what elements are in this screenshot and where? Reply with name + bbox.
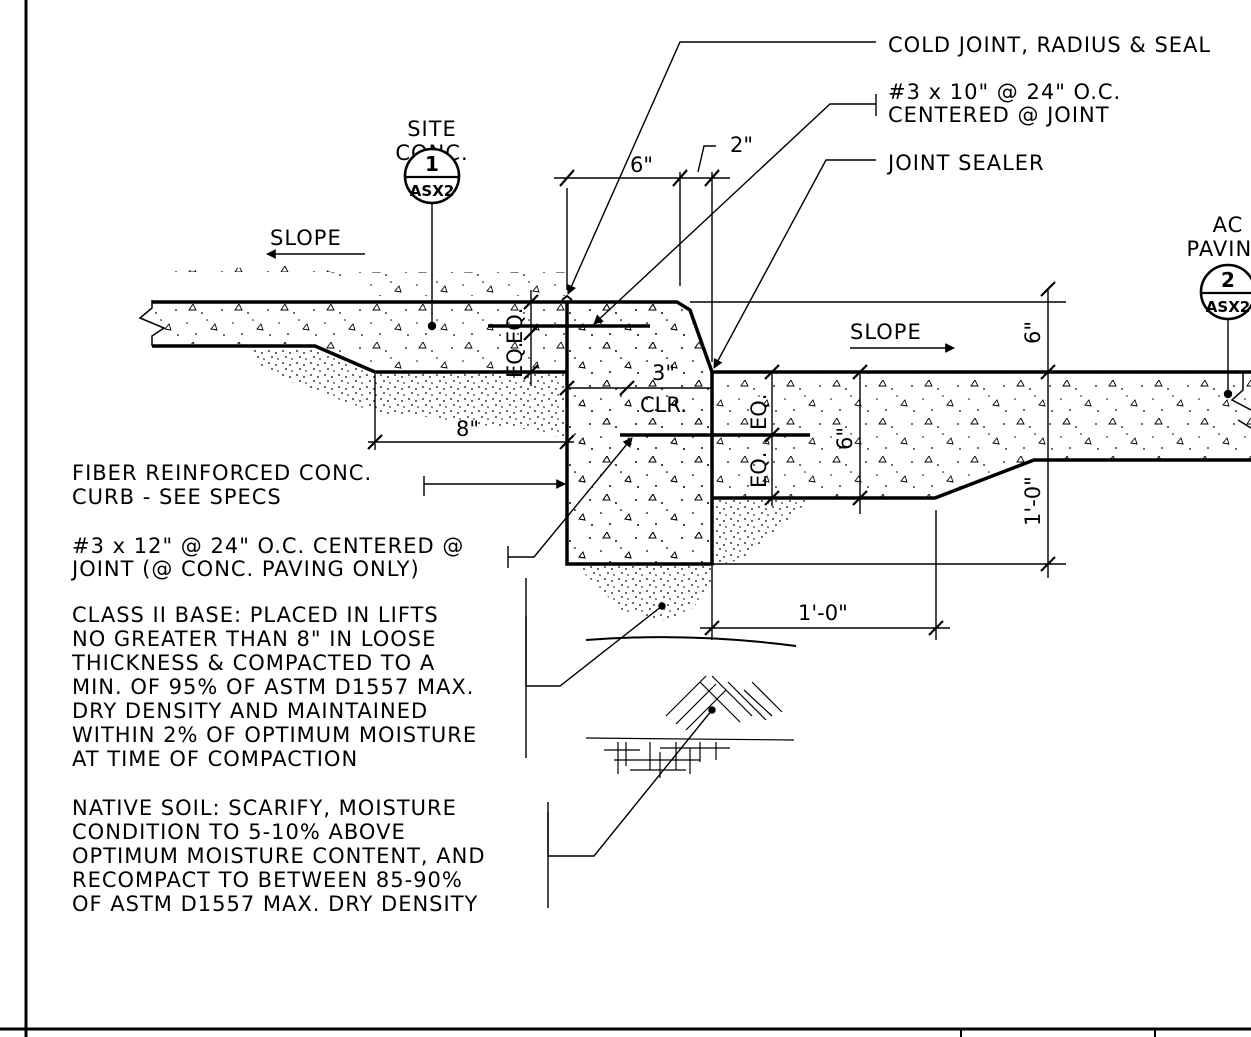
dim-3in: 3" bbox=[652, 361, 675, 385]
note-joint-sealer: JOINT SEALER bbox=[886, 151, 1045, 175]
subgrade-line bbox=[585, 636, 797, 647]
dim-eq-4: EQ. bbox=[747, 452, 771, 488]
site-concrete-fill bbox=[154, 304, 565, 370]
detail-tag-sheet: ASX2 bbox=[410, 182, 454, 200]
dimension-lines bbox=[367, 145, 1066, 640]
detail-tag-sheet: ASX2 bbox=[1206, 298, 1250, 316]
break-line-right bbox=[1230, 372, 1251, 411]
dim-1ft-horizontal: 1'-0" bbox=[798, 601, 848, 625]
note-base-line5: DRY DENSITY AND MAINTAINED bbox=[72, 699, 428, 723]
note-soil-line4: RECOMPACT TO BETWEEN 85-90% bbox=[72, 868, 463, 892]
break-line-left bbox=[138, 300, 166, 346]
note-rebar-top-line2: CENTERED @ JOINT bbox=[888, 103, 1110, 127]
detail-tag-number: 1 bbox=[425, 152, 439, 176]
note-soil-line5: OF ASTM D1557 MAX. DRY DENSITY bbox=[72, 892, 478, 916]
slope-label-left: SLOPE bbox=[270, 226, 342, 250]
native-soil-symbol bbox=[585, 675, 795, 778]
callout-notes-top: COLD JOINT, RADIUS & SEAL #3 x 10" @ 24"… bbox=[886, 33, 1211, 175]
note-soil-line2: CONDITION TO 5-10% ABOVE bbox=[72, 820, 406, 844]
dim-2in: 2" bbox=[730, 133, 753, 157]
detail-tag-number: 2 bbox=[1221, 268, 1235, 292]
note-soil-line3: OPTIMUM MOISTURE CONTENT, AND bbox=[72, 844, 486, 868]
slope-label-right: SLOPE bbox=[850, 320, 922, 344]
note-fiber-curb-line2: CURB - SEE SPECS bbox=[72, 485, 282, 509]
note-rebar-joint-line2: JOINT (@ CONC. PAVING ONLY) bbox=[70, 557, 420, 581]
detail-tag-title-line2: PAVING bbox=[1187, 237, 1251, 261]
dim-eq-3: EQ. bbox=[747, 394, 771, 430]
note-base-line3: THICKNESS & COMPACTED TO A bbox=[71, 651, 435, 675]
note-base-line1: CLASS II BASE: PLACED IN LIFTS bbox=[72, 603, 439, 627]
note-brackets bbox=[525, 616, 549, 908]
note-fiber-curb-line1: FIBER REINFORCED CONC. bbox=[72, 461, 372, 485]
dim-eq-1: EQ. bbox=[503, 308, 527, 344]
dim-6in-top: 6" bbox=[630, 153, 653, 177]
dim-6in-right: 6" bbox=[1021, 321, 1045, 344]
dim-eq-2: EQ. bbox=[503, 342, 527, 378]
cold-joint-symbol bbox=[561, 294, 573, 301]
detail-tag-title-line1: SITE bbox=[407, 117, 457, 141]
note-rebar-joint-line1: #3 x 12" @ 24" O.C. CENTERED @ bbox=[72, 534, 464, 558]
note-cold-joint: COLD JOINT, RADIUS & SEAL bbox=[888, 33, 1211, 57]
ac-paving-slab bbox=[712, 370, 1251, 500]
detail-tag-title-line1: AC bbox=[1213, 213, 1244, 237]
note-base-line6: WITHIN 2% OF OPTIMUM MOISTURE bbox=[72, 723, 477, 747]
note-base-line7: AT TIME OF COMPACTION bbox=[72, 747, 358, 771]
note-soil-line1: NATIVE SOIL: SCARIFY, MOISTURE bbox=[72, 796, 457, 820]
dim-clr: CLR. bbox=[640, 393, 687, 417]
dim-1ft-vertical: 1'-0" bbox=[1021, 476, 1045, 526]
dimension-texts: 6" 2" EQ. EQ. 3" CLR. 8" EQ. EQ. 6" 6" 1… bbox=[456, 133, 1045, 625]
note-base-line4: MIN. OF 95% OF ASTM D1557 MAX. bbox=[72, 675, 474, 699]
note-base-line2: NO GREATER THAN 8" IN LOOSE bbox=[72, 627, 436, 651]
rebar bbox=[488, 324, 810, 437]
class-ii-base-gravel bbox=[248, 346, 810, 622]
curb-fill bbox=[569, 304, 710, 562]
detail-tag-ac-paving[interactable]: AC PAVING 2 ASX2 bbox=[1187, 213, 1251, 321]
callout-notes-left: FIBER REINFORCED CONC. CURB - SEE SPECS … bbox=[70, 461, 486, 916]
dim-6in-mid: 6" bbox=[833, 427, 857, 450]
dim-8in: 8" bbox=[456, 417, 479, 441]
note-rebar-top-line1: #3 x 10" @ 24" O.C. bbox=[888, 80, 1121, 104]
detail-tag-site-concrete[interactable]: SITE CONC. 1 ASX2 bbox=[395, 117, 468, 205]
